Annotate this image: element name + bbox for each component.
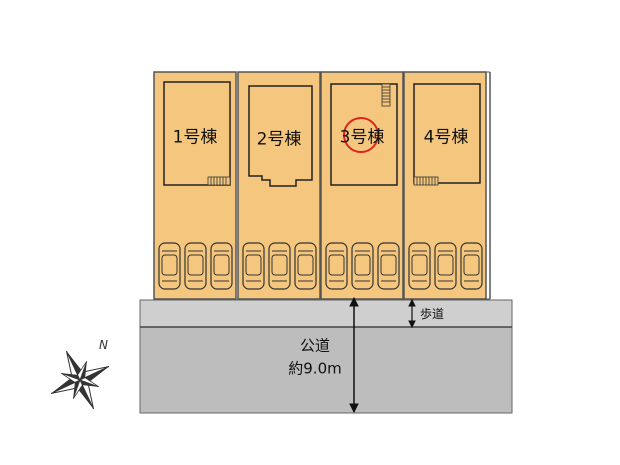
stair-hatch-4 <box>413 176 439 186</box>
sidewalk <box>139 299 513 328</box>
parked-car <box>325 242 348 290</box>
lot-1-label: 1号棟 <box>172 127 218 148</box>
sidewalk-dimension <box>408 298 416 329</box>
sidewalk-label: 歩道 <box>420 307 445 321</box>
highlight-circle <box>343 117 379 153</box>
stair-hatch-3 <box>381 83 391 107</box>
lot-3-label: 3号棟 <box>339 127 385 148</box>
parked-car <box>158 242 181 290</box>
compass-icon <box>50 350 110 410</box>
road-width-dimension <box>349 296 359 414</box>
road-width-label: 約9.0m <box>288 359 342 378</box>
parked-car <box>242 242 265 290</box>
stair-hatch-1 <box>207 176 231 186</box>
road-name-label: 公道 <box>299 336 331 355</box>
parked-car <box>210 242 233 290</box>
parked-car <box>184 242 207 290</box>
parked-car <box>351 242 374 290</box>
lot-4-label: 4号棟 <box>423 127 469 148</box>
building-4 <box>413 83 481 184</box>
building-3 <box>330 83 398 186</box>
parked-car <box>268 242 291 290</box>
parked-car <box>434 242 457 290</box>
parked-car <box>377 242 400 290</box>
public-road <box>139 326 513 414</box>
parked-car <box>294 242 317 290</box>
parked-car <box>408 242 431 290</box>
north-label: N <box>99 338 108 352</box>
building-2 <box>248 85 313 187</box>
building-1 <box>163 81 231 186</box>
lot-2-label: 2号棟 <box>256 129 302 150</box>
parking-spaces <box>158 242 483 290</box>
parked-car <box>460 242 483 290</box>
